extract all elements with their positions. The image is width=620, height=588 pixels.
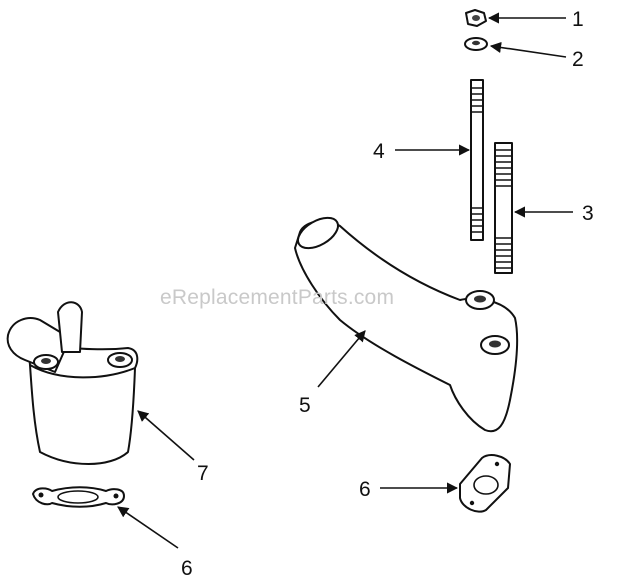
washer bbox=[464, 37, 488, 51]
leader-7 bbox=[137, 410, 195, 461]
leader-2 bbox=[489, 41, 567, 58]
callout-6-right: 6 bbox=[359, 478, 371, 501]
gasket-right bbox=[459, 454, 511, 513]
callout-6-left: 6 bbox=[181, 557, 193, 580]
callout-3: 3 bbox=[582, 202, 594, 225]
hex-nut bbox=[465, 9, 487, 27]
callout-1: 1 bbox=[572, 8, 584, 31]
callout-7: 7 bbox=[197, 462, 209, 485]
callout-4: 4 bbox=[373, 140, 385, 163]
outlet-elbow bbox=[294, 216, 519, 433]
short-stud bbox=[494, 142, 513, 274]
long-stud bbox=[470, 79, 484, 241]
callout-2: 2 bbox=[572, 48, 584, 71]
leader-6-left bbox=[117, 506, 179, 549]
leader-5 bbox=[317, 330, 366, 388]
inlet-housing bbox=[6, 301, 139, 465]
gasket-left bbox=[32, 486, 125, 508]
watermark-text: eReplacementParts.com bbox=[160, 286, 394, 309]
callout-5: 5 bbox=[299, 394, 311, 417]
